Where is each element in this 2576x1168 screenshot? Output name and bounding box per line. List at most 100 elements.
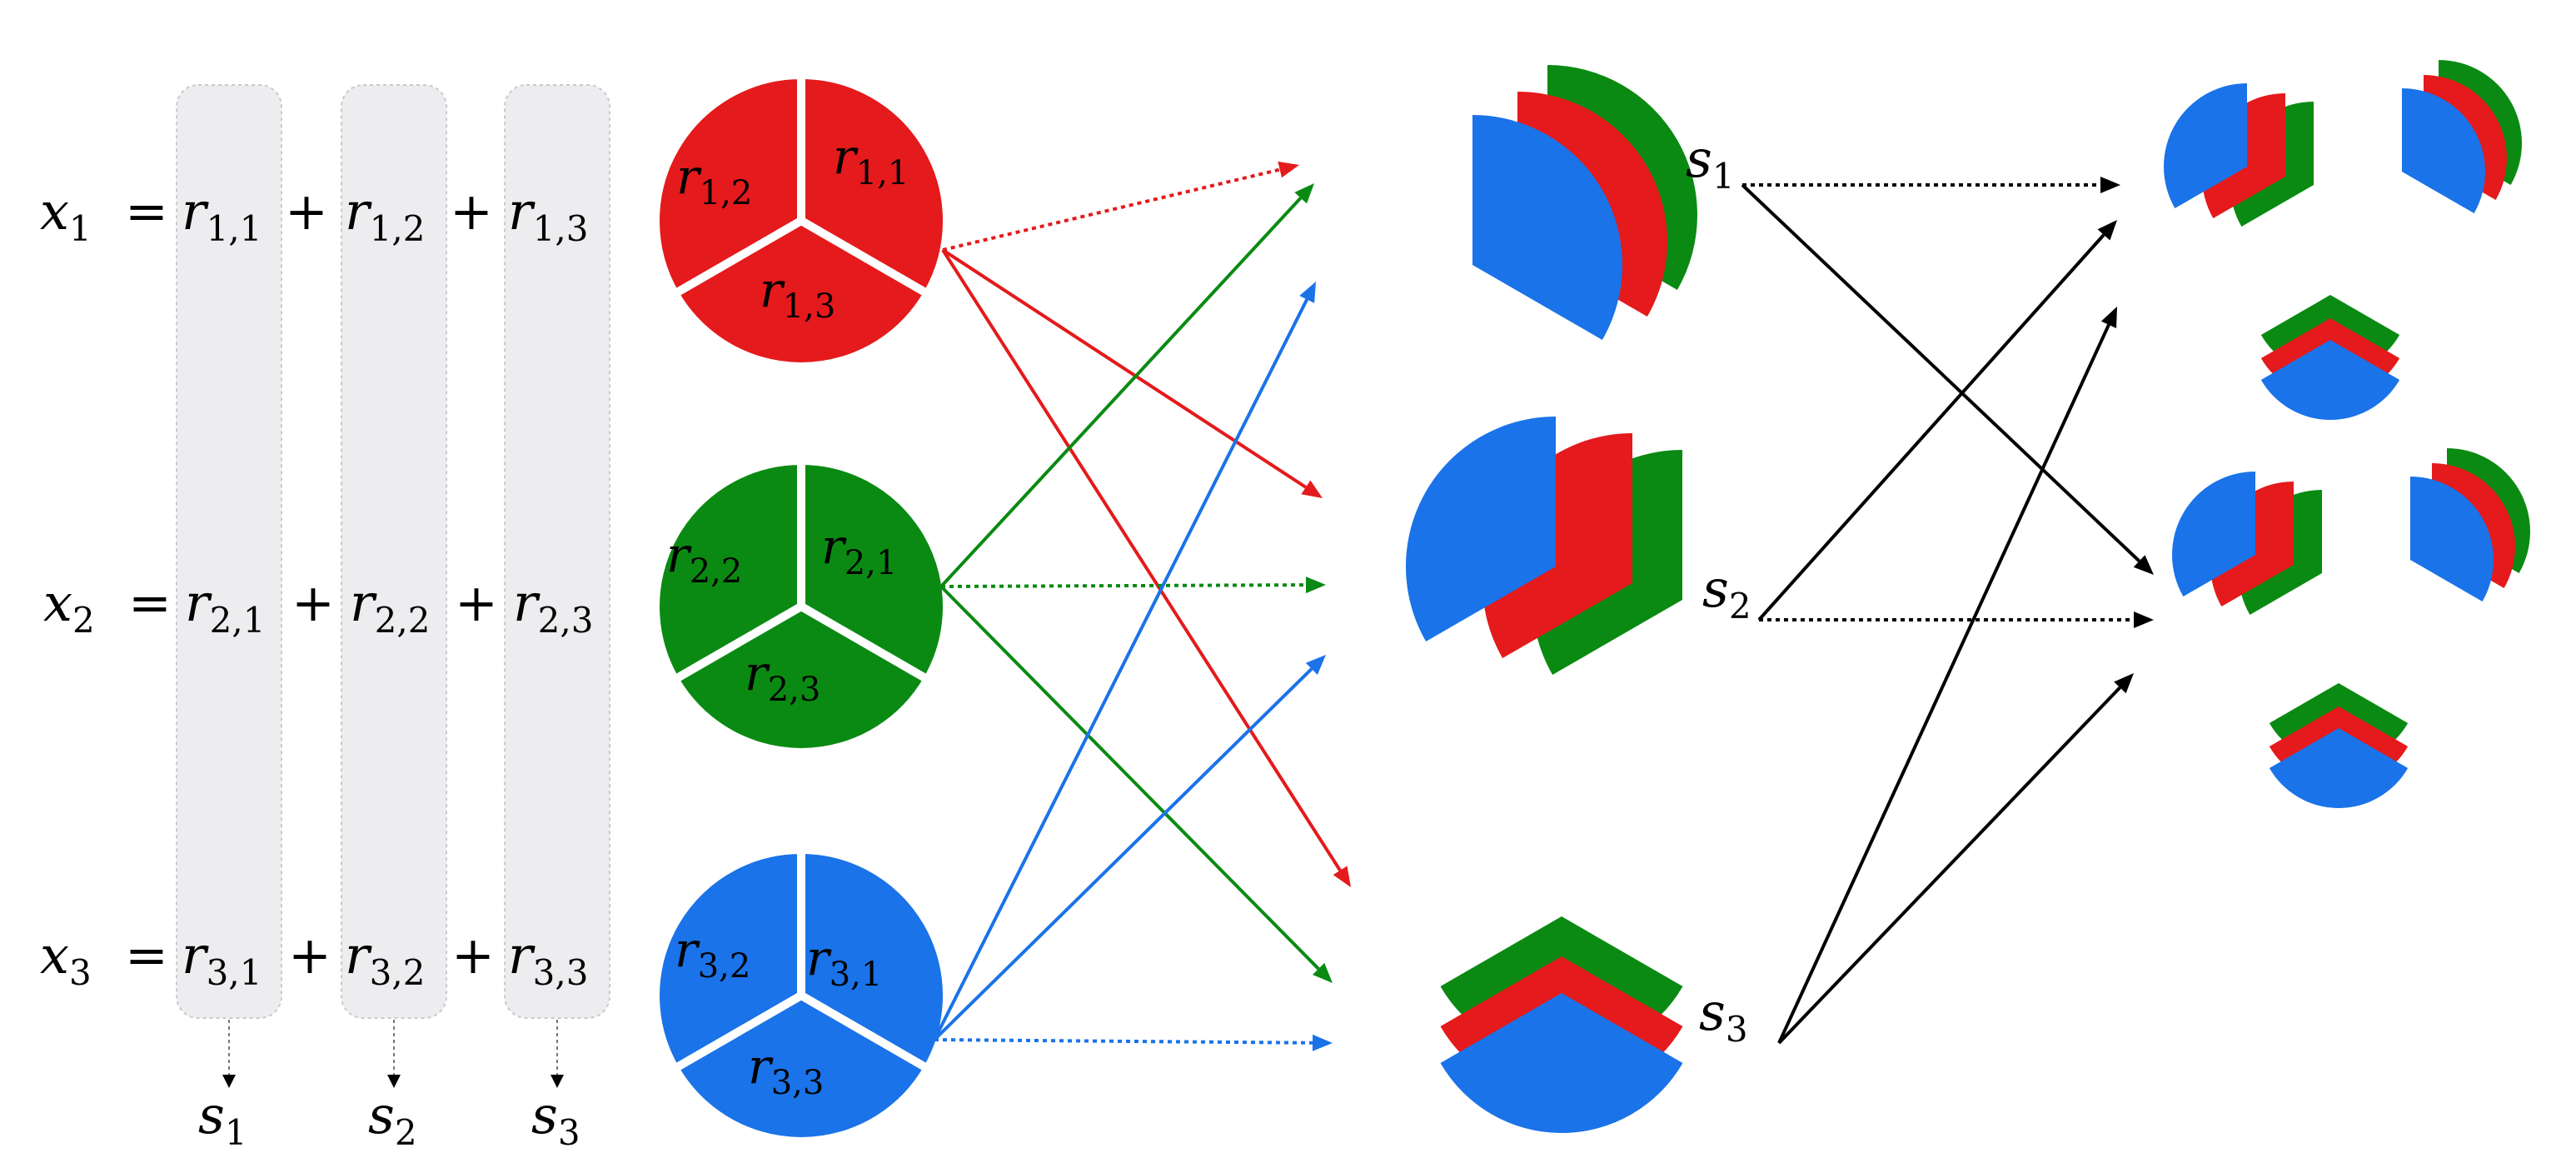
column-output-1: s xyxy=(198,1085,225,1146)
c1-label-3-sub: 1,3 xyxy=(783,287,836,326)
stack-label-3-sub: 3 xyxy=(1726,1009,1748,1050)
arrow-circle3-to-stack2-line xyxy=(933,667,1313,1041)
stack-label-1: s xyxy=(1686,128,1712,189)
svg-text:s3: s3 xyxy=(531,1085,580,1153)
column-arrowhead-2 xyxy=(387,1075,401,1088)
c2-label-3: r xyxy=(745,645,770,701)
c1-label-2-sub: 1,2 xyxy=(700,174,753,212)
eq1-term3-sub: 1,3 xyxy=(533,208,589,249)
eq3-plus2: + xyxy=(451,925,495,986)
svg-text:s1: s1 xyxy=(198,1085,247,1153)
eq2-equals: = xyxy=(128,572,172,633)
svg-text:s2: s2 xyxy=(1702,558,1751,626)
eq1-term2: r xyxy=(345,181,372,242)
circle-labels: r1,1 r1,2 r1,3 r2,1 r2,2 r2,3 r3,1 r3,2 … xyxy=(666,128,909,1102)
arrow-stack3-to-result1-head xyxy=(2100,307,2117,328)
stack-label-3: s xyxy=(1699,981,1726,1042)
arrow-circle2-to-stack1-line xyxy=(939,197,1303,588)
stack-2 xyxy=(1406,417,1682,675)
svg-text:s1: s1 xyxy=(1686,128,1735,197)
arrow-circle3-to-stack2 xyxy=(933,655,1326,1041)
arrow-circle2-to-stack3-line xyxy=(939,585,1320,971)
stack-label-2-sub: 2 xyxy=(1729,586,1751,626)
stack-2-blue-piece xyxy=(1406,417,1556,641)
arrow-stack3-to-result1-line xyxy=(1777,323,2110,1044)
c1-label-2: r xyxy=(676,148,702,205)
arrow-circle3-to-stack1-line xyxy=(933,298,1308,1041)
arrow-circle1-to-stack1-line xyxy=(942,167,1281,252)
arrow-circle2-to-stack2 xyxy=(940,577,1326,594)
result-1-bottom-blue xyxy=(2260,340,2400,421)
column-output-3: s xyxy=(531,1085,558,1146)
result-2-left-blue xyxy=(2171,472,2255,596)
arrow-circle1-to-stack2-line xyxy=(941,248,1308,489)
reconstructed-groups xyxy=(2163,60,2530,808)
column-output-1-sub: 1 xyxy=(225,1112,247,1153)
eq2-term1-sub: 2,1 xyxy=(210,600,266,641)
arrow-stack3-to-result2 xyxy=(1777,673,2134,1045)
result-group-2 xyxy=(2171,448,2530,808)
column-output-2-sub: 2 xyxy=(395,1112,417,1153)
c2-label-1: r xyxy=(821,518,847,575)
arrow-stack2-to-result1-head xyxy=(2097,220,2117,241)
svg-text:s3: s3 xyxy=(1699,981,1748,1050)
arrow-circle2-to-stack2-head xyxy=(1305,577,1326,594)
arrow-stack1-to-result2-head xyxy=(2133,555,2154,575)
c3-label-2: r xyxy=(675,921,700,978)
arrow-circle1-to-stack3-head xyxy=(1333,866,1351,887)
eq2-lhs: x xyxy=(43,572,72,633)
eq2-term3: r xyxy=(513,572,541,633)
column-outputs: s1 s2 s3 xyxy=(198,1020,580,1153)
column-strip-1 xyxy=(176,84,282,1019)
reconstruction-arrows xyxy=(1741,177,2154,1045)
c3-label-1: r xyxy=(806,930,832,986)
arrow-circle1-to-stack2 xyxy=(941,248,1323,498)
column-strip-3 xyxy=(504,84,610,1019)
svg-text:r2,1: r2,1 xyxy=(185,572,265,641)
eq1-equals: = xyxy=(125,181,168,242)
svg-text:r3,1: r3,1 xyxy=(806,930,882,994)
eq3-term1-sub: 3,1 xyxy=(207,952,262,993)
svg-text:r3,3: r3,3 xyxy=(748,1038,824,1102)
distribution-arrows xyxy=(933,161,1351,1051)
arrow-circle1-to-stack2-head xyxy=(1301,480,1323,498)
arrow-circle3-to-stack3-line xyxy=(934,1038,1313,1045)
stack-labels: s1 s2 s3 xyxy=(1686,128,1751,1050)
stack-3-blue-piece xyxy=(1440,993,1683,1133)
stack-label-1-sub: 1 xyxy=(1712,156,1735,197)
eq1-term1: r xyxy=(182,181,209,242)
equation-3: x3 = r3,1 + r3,2 + r3,3 xyxy=(40,925,588,993)
result-2-bottom-blue xyxy=(2269,728,2409,808)
eq3-term3-sub: 3,3 xyxy=(533,952,589,993)
arrow-stack2-to-result1-line xyxy=(1757,233,2105,621)
arrow-circle2-to-stack2-line xyxy=(940,583,1307,588)
svg-text:r2,2: r2,2 xyxy=(350,572,430,641)
eq3-lhs: x xyxy=(40,925,69,986)
circle-3-sector-3 xyxy=(670,991,932,1146)
column-output-2: s xyxy=(368,1085,395,1146)
eq1-term1-sub: 1,1 xyxy=(207,208,262,249)
column-arrowhead-3 xyxy=(551,1075,564,1088)
svg-text:r3,1: r3,1 xyxy=(182,925,262,993)
eq3-plus1: + xyxy=(288,925,331,986)
eq1-term2-sub: 1,2 xyxy=(370,208,426,249)
svg-text:r3,2: r3,2 xyxy=(345,925,425,993)
eq2-lhs-sub: 2 xyxy=(72,600,95,641)
c2-label-3-sub: 2,3 xyxy=(768,671,821,709)
result-group-1 xyxy=(2163,60,2523,421)
column-strip-2 xyxy=(341,84,447,1019)
arrow-circle1-to-stack1 xyxy=(942,161,1299,252)
column-arrowhead-1 xyxy=(222,1075,236,1088)
c1-label-1-sub: 1,1 xyxy=(856,154,909,192)
c1-label-1: r xyxy=(833,128,859,185)
arrow-circle1-to-stack3-line xyxy=(941,248,1342,871)
eq3-lhs-sub: 3 xyxy=(69,952,92,993)
eq2-term1: r xyxy=(185,572,212,633)
svg-text:r3,2: r3,2 xyxy=(675,921,750,986)
c2-label-2-sub: 2,2 xyxy=(690,552,743,591)
eq3-term2: r xyxy=(345,925,372,986)
svg-text:x3: x3 xyxy=(40,925,92,993)
arrow-circle2-to-stack1-head xyxy=(1294,183,1314,204)
